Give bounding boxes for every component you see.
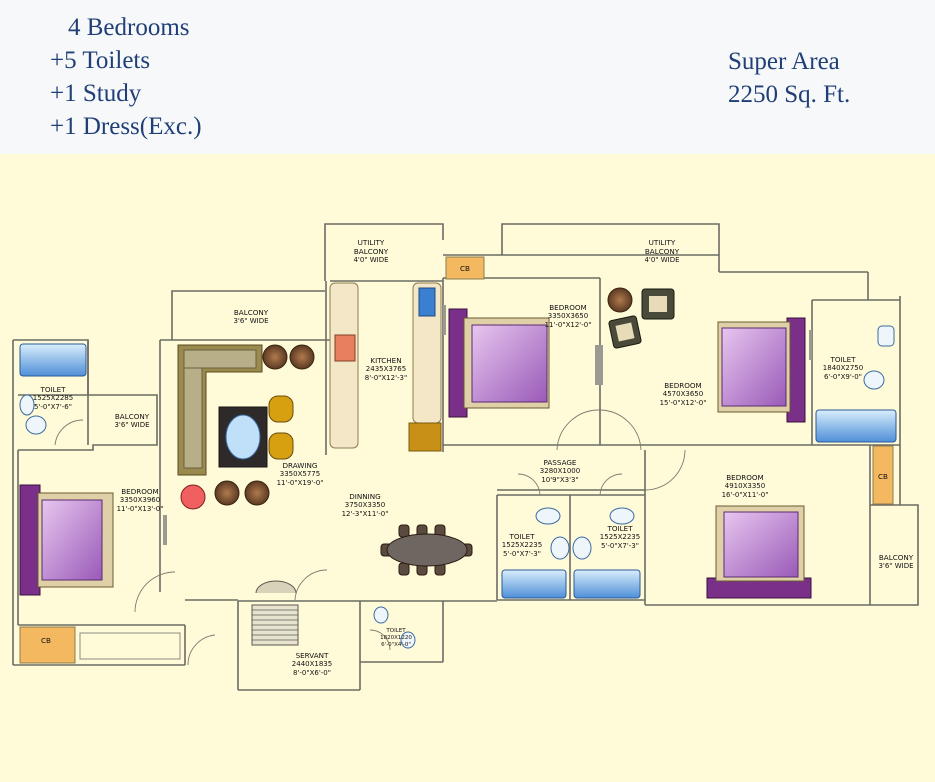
cb-cupboard-top	[445, 256, 485, 280]
label-cb-left: CB	[41, 636, 51, 645]
cb-cupboard-left	[19, 626, 76, 664]
bed-icon	[19, 484, 114, 596]
super-area-value: 2250 Sq. Ft.	[728, 81, 851, 108]
ledge-left	[79, 632, 181, 660]
bed-icon	[448, 308, 550, 418]
fridge-icon	[408, 422, 442, 452]
lounge-chairs-icon	[607, 287, 675, 349]
chairs-icon	[214, 344, 315, 506]
bathtub-icon	[19, 343, 897, 599]
feature-bedrooms: 4 Bedrooms	[68, 14, 190, 41]
staircase-icon	[251, 580, 299, 646]
feature-dress: +1 Dress(Exc.)	[50, 113, 202, 140]
hob-icon	[334, 334, 356, 362]
windows	[163, 305, 812, 545]
sofa-set-icon	[177, 344, 268, 476]
feature-study: +1 Study	[50, 80, 142, 107]
walls	[12, 223, 919, 691]
super-area-title: Super Area	[728, 48, 840, 75]
cb-cupboard-right	[872, 445, 894, 505]
bed-icon	[706, 505, 812, 599]
sink-icon	[418, 287, 436, 317]
label-cb-right: CB	[878, 472, 888, 481]
wc-icon	[25, 370, 885, 649]
label-cb-top: CB	[460, 264, 470, 273]
header-panel: 4 Bedrooms +5 Toilets +1 Study +1 Dress(…	[0, 0, 935, 154]
bed-icon	[717, 317, 806, 423]
kitchen-counter-left	[329, 282, 359, 449]
feature-toilets: +5 Toilets	[50, 47, 151, 74]
plant-icon	[180, 484, 206, 510]
armchairs-icon	[268, 395, 294, 460]
dining-table-icon	[380, 524, 473, 576]
washbasin-icon	[19, 325, 895, 624]
